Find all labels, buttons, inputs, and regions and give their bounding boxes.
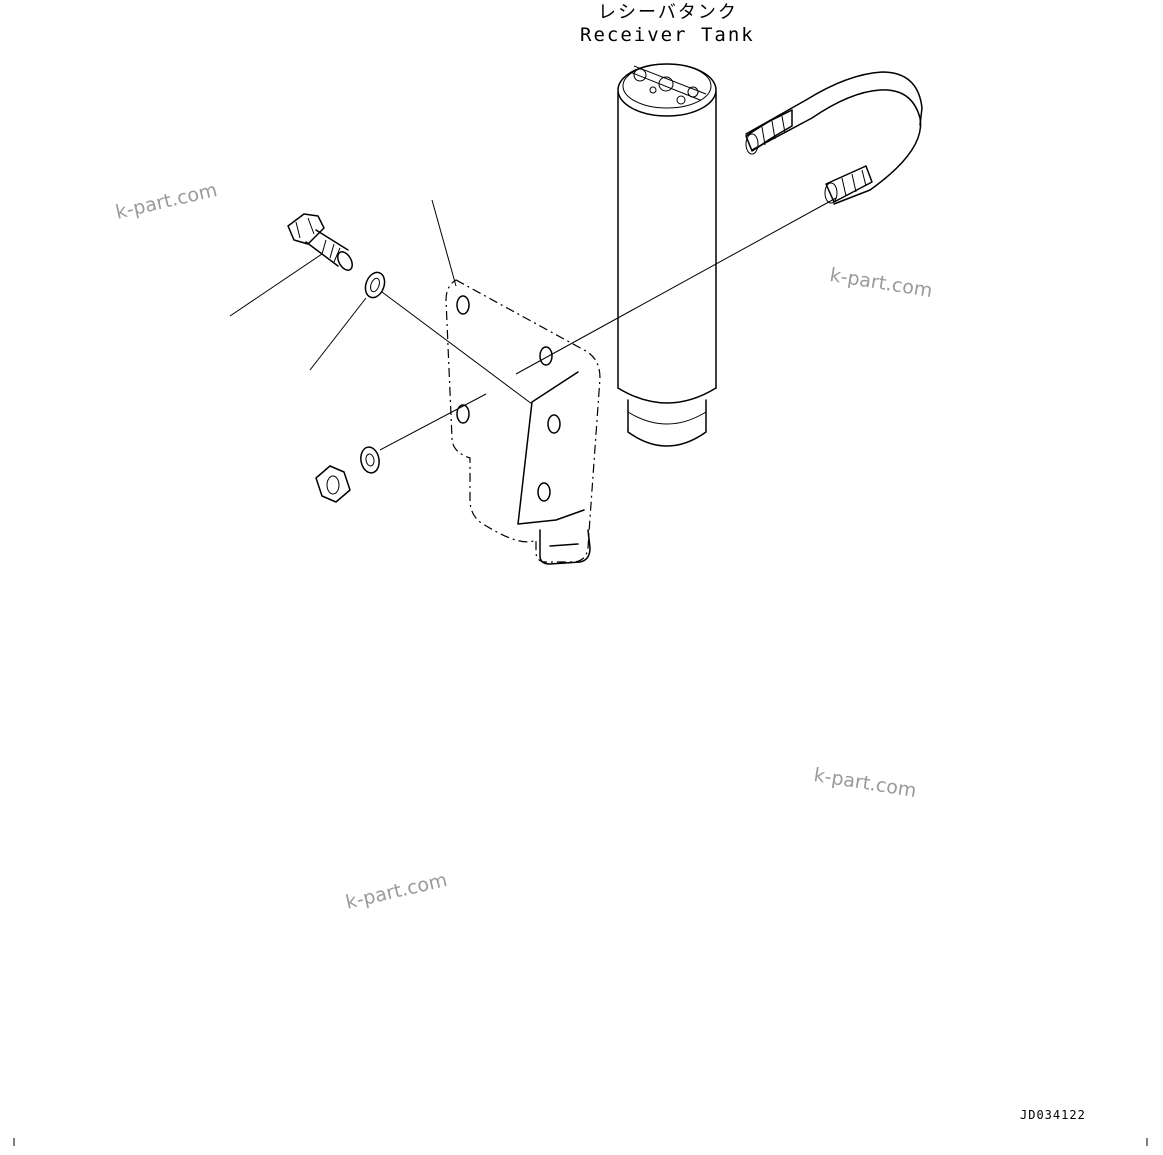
nut — [315, 446, 380, 503]
title-japanese: レシーバタンク — [598, 2, 738, 23]
title-english: Receiver Tank — [580, 24, 755, 46]
registration-marks — [13, 1138, 1148, 1146]
receiver-tank — [617, 63, 717, 447]
drawing-code: JD034122 — [1020, 1108, 1086, 1122]
leader-lines — [229, 197, 837, 451]
bracket — [445, 279, 601, 565]
u-bolt — [745, 71, 923, 205]
washer — [364, 271, 386, 299]
bolt — [287, 213, 353, 271]
